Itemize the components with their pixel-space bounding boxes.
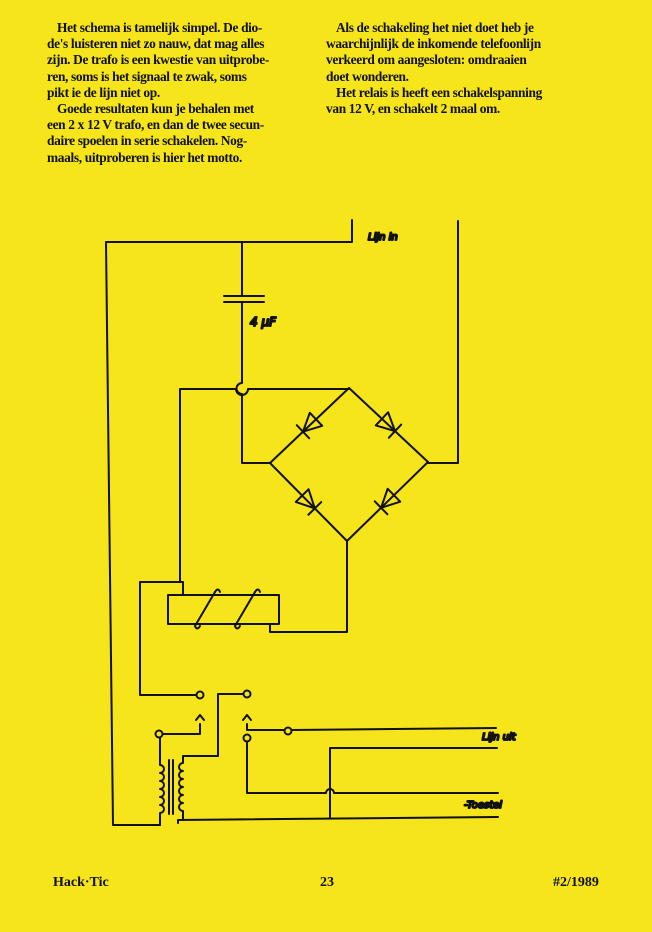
switch-contact	[242, 733, 252, 743]
article-left-column: Het schema is tamelijk simpel. De dio- d…	[47, 20, 269, 166]
switch-contact	[283, 726, 293, 736]
text-line: de's luisteren niet zo nauw, dat mag all…	[47, 36, 265, 52]
text-line: verkeerd om aangesloten: omdraaien	[326, 52, 527, 68]
capacitor-symbol	[223, 295, 265, 303]
article-right-column: Als de schakeling het niet doet heb je w…	[326, 20, 542, 117]
text-line: Het relais is heeft een schakelspanning	[336, 84, 542, 100]
diode-bridge	[269, 387, 429, 542]
relay-coil	[167, 588, 280, 630]
contacts	[154, 689, 293, 743]
switch-contact	[154, 729, 164, 739]
footer-magazine: Hack·Tic	[53, 875, 109, 890]
text-line: daire spoelen in serie schakelen. Nog-	[47, 133, 247, 149]
footer-issue: #2/1989	[553, 875, 599, 890]
line-out-label: Lijn uit	[482, 732, 517, 743]
switch-contact	[242, 689, 252, 699]
switch-contact	[195, 690, 205, 700]
text-line: Goede resultaten kun je behalen met	[57, 101, 254, 117]
diode-icon	[346, 461, 429, 542]
capacitor-label: 4 µF	[250, 315, 277, 329]
phone-label: -Toestel	[464, 800, 502, 811]
text-line: van 12 V, en schakelt 2 maal om.	[326, 101, 500, 117]
footer-page-number: 23	[320, 875, 334, 890]
wires	[105, 219, 499, 826]
text-line: een 2 x 12 V trafo, en dan de twee secun…	[47, 117, 264, 133]
text-line: Het schema is tamelijk simpel. De dio-	[57, 20, 263, 35]
text-line: ren, soms is het signaal te zwak, soms	[47, 68, 247, 84]
diode-icon	[269, 462, 348, 542]
text-line: zijn. De trafo is een kwestie van uitpro…	[47, 52, 269, 68]
text-line: maals, uitproberen is hier het motto.	[47, 149, 242, 165]
text-line: doet wonderen.	[326, 68, 409, 84]
text-line: pikt ie de lijn niet op.	[47, 84, 160, 100]
diode-icon	[269, 387, 350, 464]
text-line: waarchijnlijk de inkomende telefoonlijn	[326, 36, 541, 52]
transformer	[159, 737, 184, 826]
text-line: Als de schakeling het niet doet heb je	[336, 20, 534, 35]
diode-icon	[348, 387, 429, 463]
line-in-label: Lijn in	[368, 232, 398, 243]
